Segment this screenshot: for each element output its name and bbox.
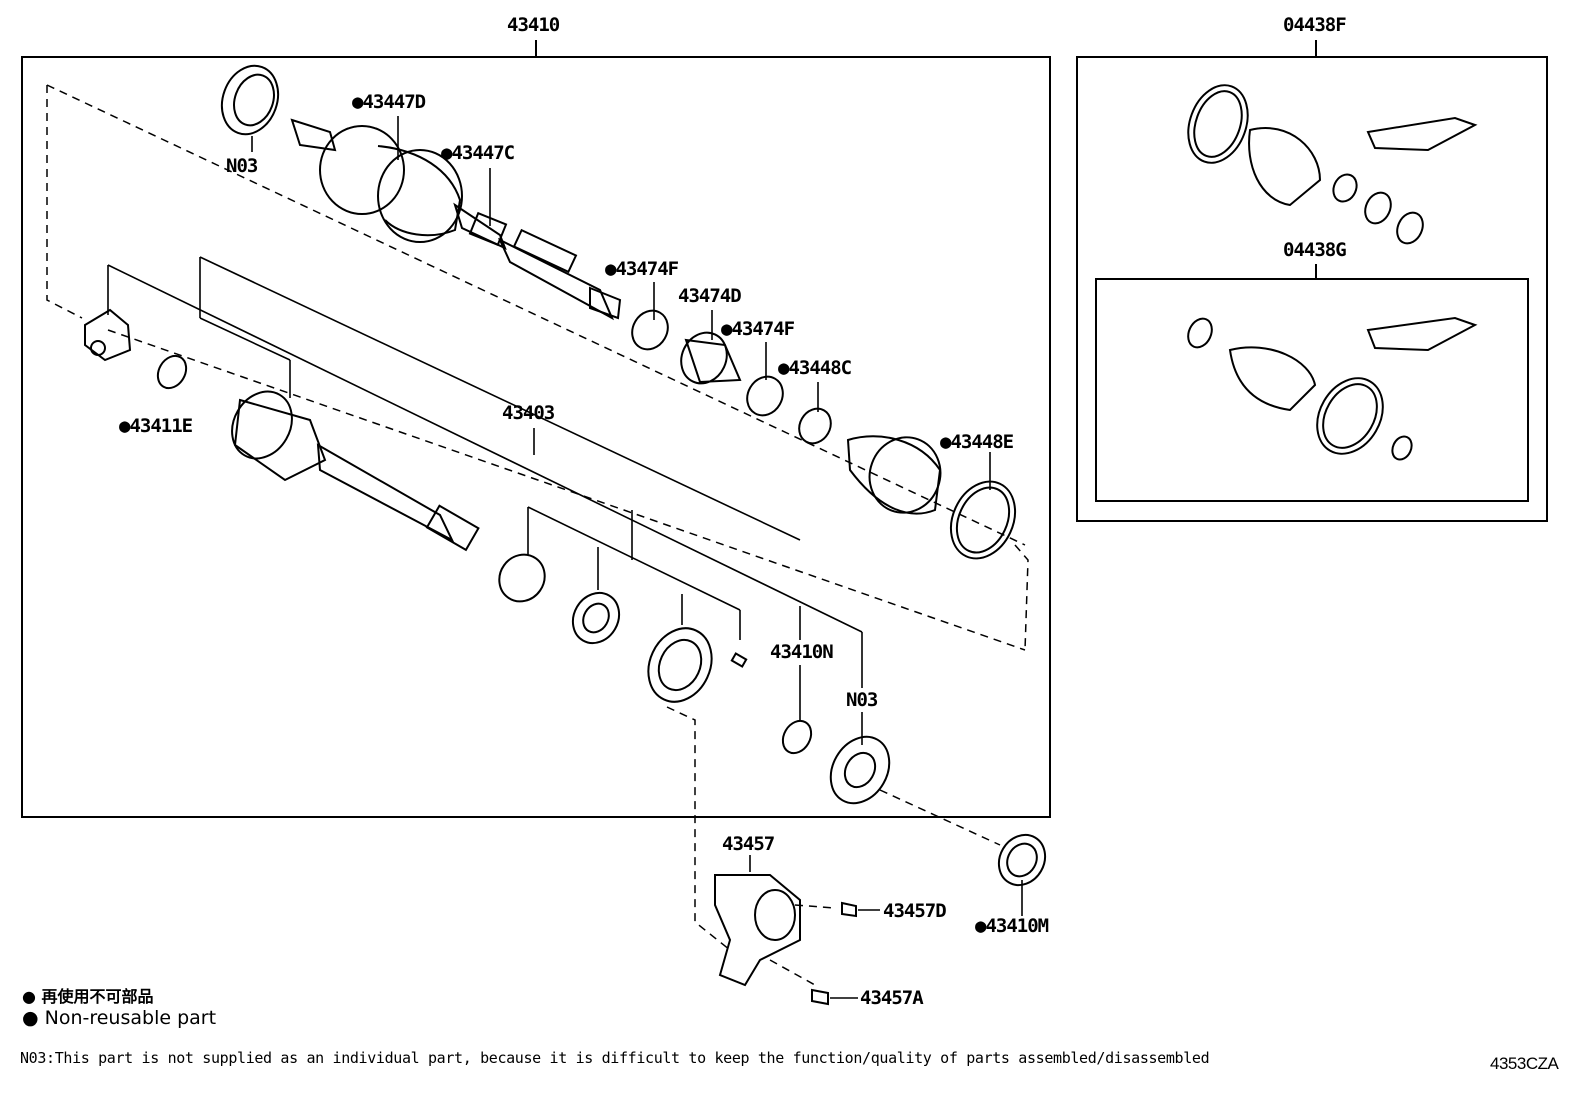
label-N03-top[interactable]: N03 (226, 155, 258, 177)
label-43411E[interactable]: ●43411E (119, 415, 193, 437)
assembly-43410-frame (21, 56, 1051, 818)
kit-04438F-frame (1076, 56, 1548, 522)
label-43403[interactable]: 43403 (502, 402, 555, 424)
tripod-joint (84, 308, 132, 362)
damper-43474D (680, 331, 728, 385)
inner-shaft-43403 (231, 390, 480, 552)
label-43410N[interactable]: 43410N (770, 641, 834, 663)
bolt-43457A (811, 988, 829, 1006)
boot-kit-04438G (1187, 316, 1478, 461)
label-N03-bottom[interactable]: N03 (846, 689, 878, 711)
kit-04438G-frame (1095, 278, 1529, 502)
leader-lines (107, 116, 1023, 999)
footnote-N03: N03:This part is not supplied as an indi… (20, 1049, 1210, 1067)
bracket-43457 (714, 874, 801, 987)
label-04438F[interactable]: 04438F (1283, 14, 1347, 36)
label-43457[interactable]: 43457 (722, 833, 775, 855)
seal-43410M (997, 833, 1047, 887)
legend-japanese: ● 再使用不可部品 (22, 987, 154, 1006)
label-43410M[interactable]: ●43410M (975, 915, 1049, 937)
label-43447D[interactable]: ●43447D (352, 91, 426, 113)
label-43447C[interactable]: ●43447C (441, 142, 515, 164)
bearing (571, 591, 621, 645)
bearing-bracket (647, 627, 713, 703)
label-43457A[interactable]: 43457A (860, 987, 924, 1009)
label-43457D[interactable]: 43457D (883, 900, 947, 922)
bolt-43457D (841, 901, 857, 918)
clamp-43448E (949, 480, 1017, 560)
ring-43474F-2 (746, 375, 784, 417)
clamp-43448C (798, 407, 832, 445)
legend-english: ● Non-reusable part (22, 1007, 217, 1029)
snap-ring-lower (498, 553, 546, 603)
boot-43448E (846, 435, 942, 515)
outer-cv-joint (220, 64, 622, 321)
label-43474D[interactable]: 43474D (678, 285, 742, 307)
diagram-code: 4353CZA (1490, 1054, 1559, 1073)
assembly-dashed-outline (46, 84, 1029, 986)
label-43448E[interactable]: ●43448E (940, 431, 1014, 453)
label-43474F-2[interactable]: ●43474F (721, 318, 795, 340)
ring-43410N (781, 719, 813, 755)
snap-ring-43411E (156, 354, 188, 390)
label-04438G[interactable]: 04438G (1283, 239, 1347, 261)
ring-43474F-1 (631, 309, 669, 351)
boot-kit-04438F (1187, 84, 1478, 245)
label-43410[interactable]: 43410 (507, 14, 560, 36)
label-43448C[interactable]: ●43448C (778, 357, 852, 379)
washer-N03 (829, 735, 891, 805)
label-43474F-1[interactable]: ●43474F (605, 258, 679, 280)
